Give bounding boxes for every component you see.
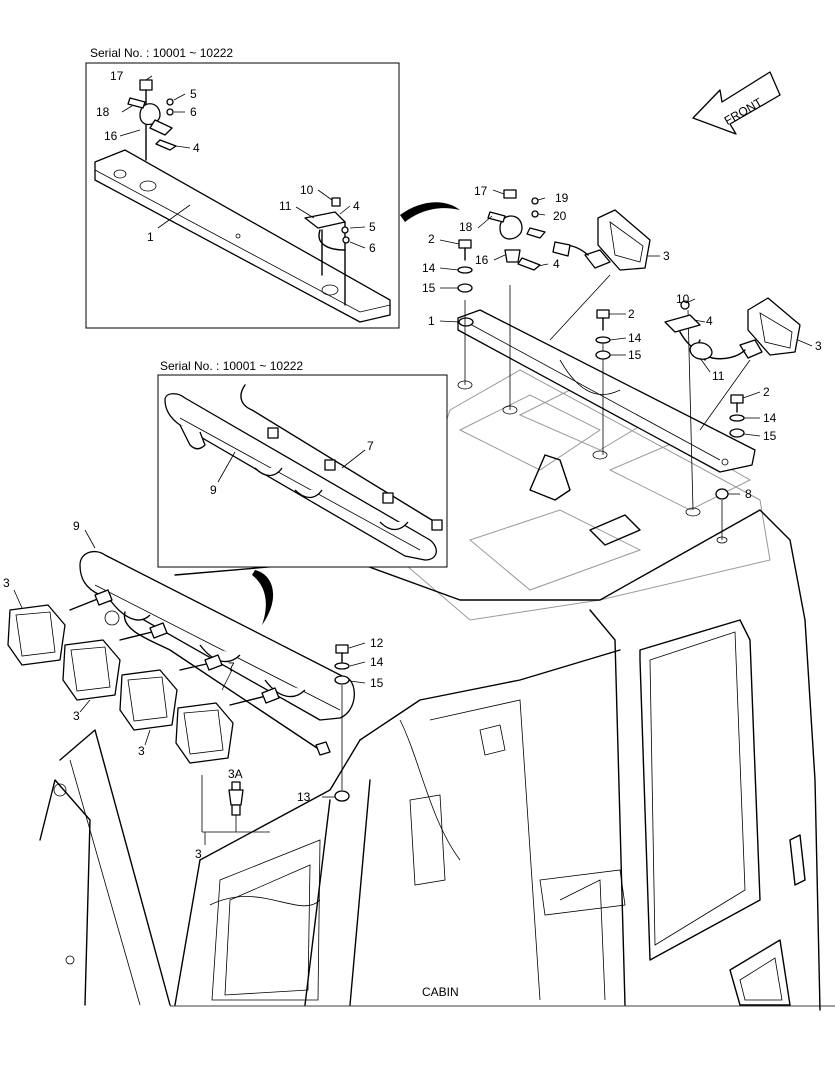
work-lamp-1 [7, 604, 66, 666]
work-lamp-upper [552, 209, 651, 271]
bulb-3a [228, 781, 244, 816]
callout-3: 3 [815, 339, 822, 353]
caption: CABIN [422, 985, 459, 999]
callout-4: 4 [193, 141, 200, 155]
inset-mid-serial: Serial No. : 10001 ~ 10222 [160, 359, 303, 373]
inset-mid: Serial No. : 10001 ~ 10222 9 7 [157, 359, 448, 568]
inset-top-serial: Serial No. : 10001 ~ 10222 [90, 46, 233, 60]
callout-20: 20 [553, 209, 567, 223]
callout-10: 10 [300, 183, 314, 197]
callout-3: 3 [195, 847, 202, 861]
callout-15: 15 [422, 281, 436, 295]
callout-11: 11 [279, 199, 292, 213]
work-lamp-4 [175, 702, 234, 764]
callout-3: 3 [3, 576, 10, 590]
callout-2: 2 [763, 385, 770, 399]
inset-mid-pointer [252, 570, 274, 625]
callout-18: 18 [459, 220, 473, 234]
callout-6: 6 [190, 105, 197, 119]
callout-14: 14 [370, 655, 384, 669]
callout-4: 4 [553, 257, 560, 271]
callout-19: 19 [555, 191, 569, 205]
callout-9: 9 [73, 519, 80, 533]
callout-2: 2 [428, 232, 435, 246]
callout-16: 16 [475, 253, 489, 267]
callout-3: 3 [73, 709, 80, 723]
callout-4: 4 [706, 314, 713, 328]
callout-10: 10 [676, 292, 690, 306]
callout-14: 14 [422, 261, 436, 275]
callout-7: 7 [367, 439, 374, 453]
cabin-body [39, 369, 821, 1011]
callout-14: 14 [763, 411, 777, 425]
work-lamp-3 [119, 669, 178, 731]
callout-17: 17 [110, 69, 124, 83]
callout-13: 13 [297, 790, 311, 804]
callout-3a: 3A [228, 767, 243, 781]
callout-16: 16 [104, 129, 118, 143]
callout-8: 8 [745, 487, 752, 501]
callout-1: 1 [147, 230, 154, 244]
callout-6: 6 [369, 241, 376, 255]
front-arrow: FRONT [692, 71, 781, 135]
inset-top-pointer [400, 202, 460, 222]
callout-15: 15 [370, 676, 384, 690]
main-assembly: 17 18 16 19 20 4 3 2 14 15 1 2 14 15 10 … [422, 184, 822, 540]
callout-17: 17 [474, 184, 488, 198]
work-lamp-right [697, 297, 801, 360]
roof-mount-holes [457, 380, 728, 544]
callout-4: 4 [353, 199, 360, 213]
callout-18: 18 [96, 105, 110, 119]
callout-1: 1 [428, 314, 435, 328]
callout-5: 5 [190, 87, 197, 101]
callout-7: 7 [228, 660, 235, 674]
callout-15: 15 [763, 429, 777, 443]
callout-15: 15 [628, 348, 642, 362]
inset-top: Serial No. : 10001 ~ 10222 [85, 46, 400, 329]
lamp-bar-assembly: 9 3 3 3 7 3A 3 12 14 15 13 [3, 519, 384, 861]
callout-11: 11 [712, 369, 725, 383]
work-lamp-2 [62, 639, 121, 701]
callout-5: 5 [369, 220, 376, 234]
callout-9: 9 [210, 483, 217, 497]
callout-3: 3 [138, 744, 145, 758]
callout-12: 12 [370, 636, 384, 650]
callout-14: 14 [628, 331, 642, 345]
callout-2: 2 [628, 307, 635, 321]
callout-3: 3 [663, 249, 670, 263]
